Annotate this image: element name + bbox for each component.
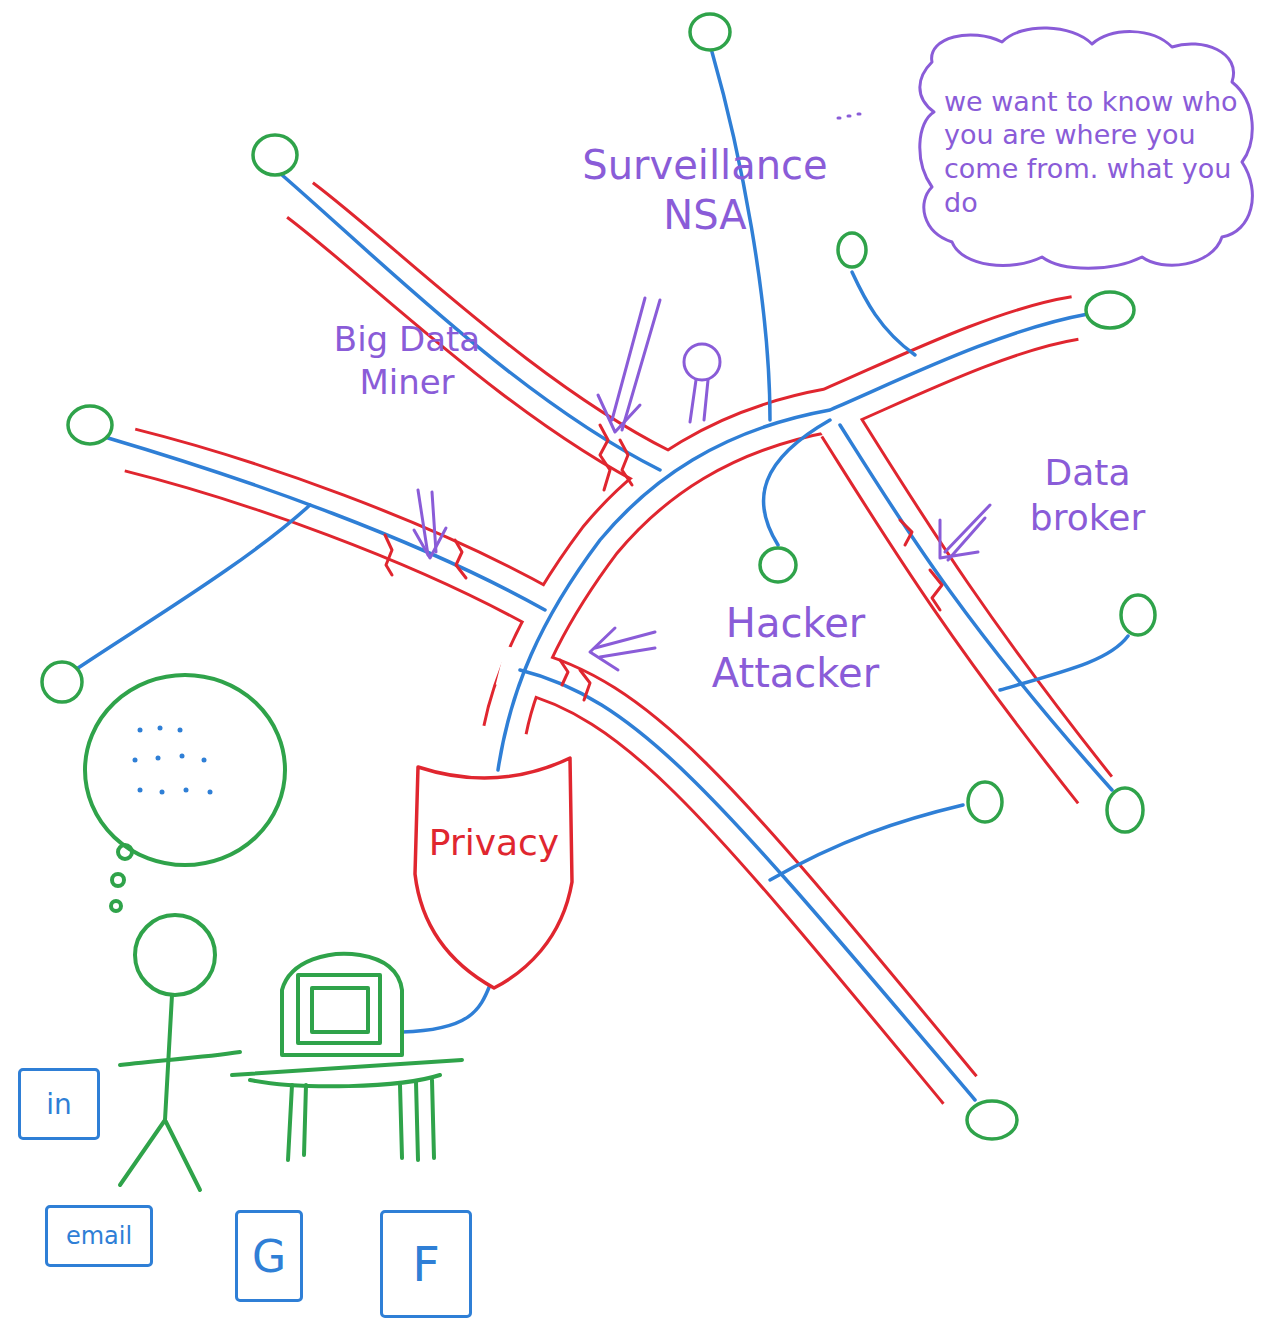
node-text: in — [46, 1087, 72, 1122]
shield-outline — [410, 752, 578, 992]
thought-dots — [133, 726, 213, 795]
shield-path — [415, 758, 572, 988]
node-text: G — [252, 1229, 286, 1284]
email-box: email — [45, 1205, 153, 1267]
attacker-label: Hacker Attacker — [688, 598, 903, 698]
attack-arrow — [414, 114, 990, 670]
attacker-label: Data broker — [985, 450, 1190, 540]
breach-crack — [385, 425, 942, 700]
node-text: email — [66, 1221, 132, 1251]
red-tube-outline — [130, 200, 1095, 1090]
user-at-computer — [85, 675, 462, 1190]
attacker-label: Big Data Miner — [322, 318, 492, 403]
google-box: G — [235, 1210, 303, 1302]
tube-interior — [130, 200, 1095, 1090]
node-text: Privacy — [429, 820, 559, 865]
privacy-shield: Privacy — [410, 752, 578, 992]
speech-cloud: we want to know who you are where you co… — [912, 22, 1264, 274]
node-text: F — [412, 1234, 440, 1294]
cloud-path — [920, 28, 1253, 268]
linkedin-box: in — [18, 1068, 100, 1140]
facebook-box: F — [380, 1210, 472, 1318]
attacker-label: Surveillance NSA — [560, 140, 850, 240]
node-text: we want to know who you are where you co… — [944, 85, 1242, 220]
